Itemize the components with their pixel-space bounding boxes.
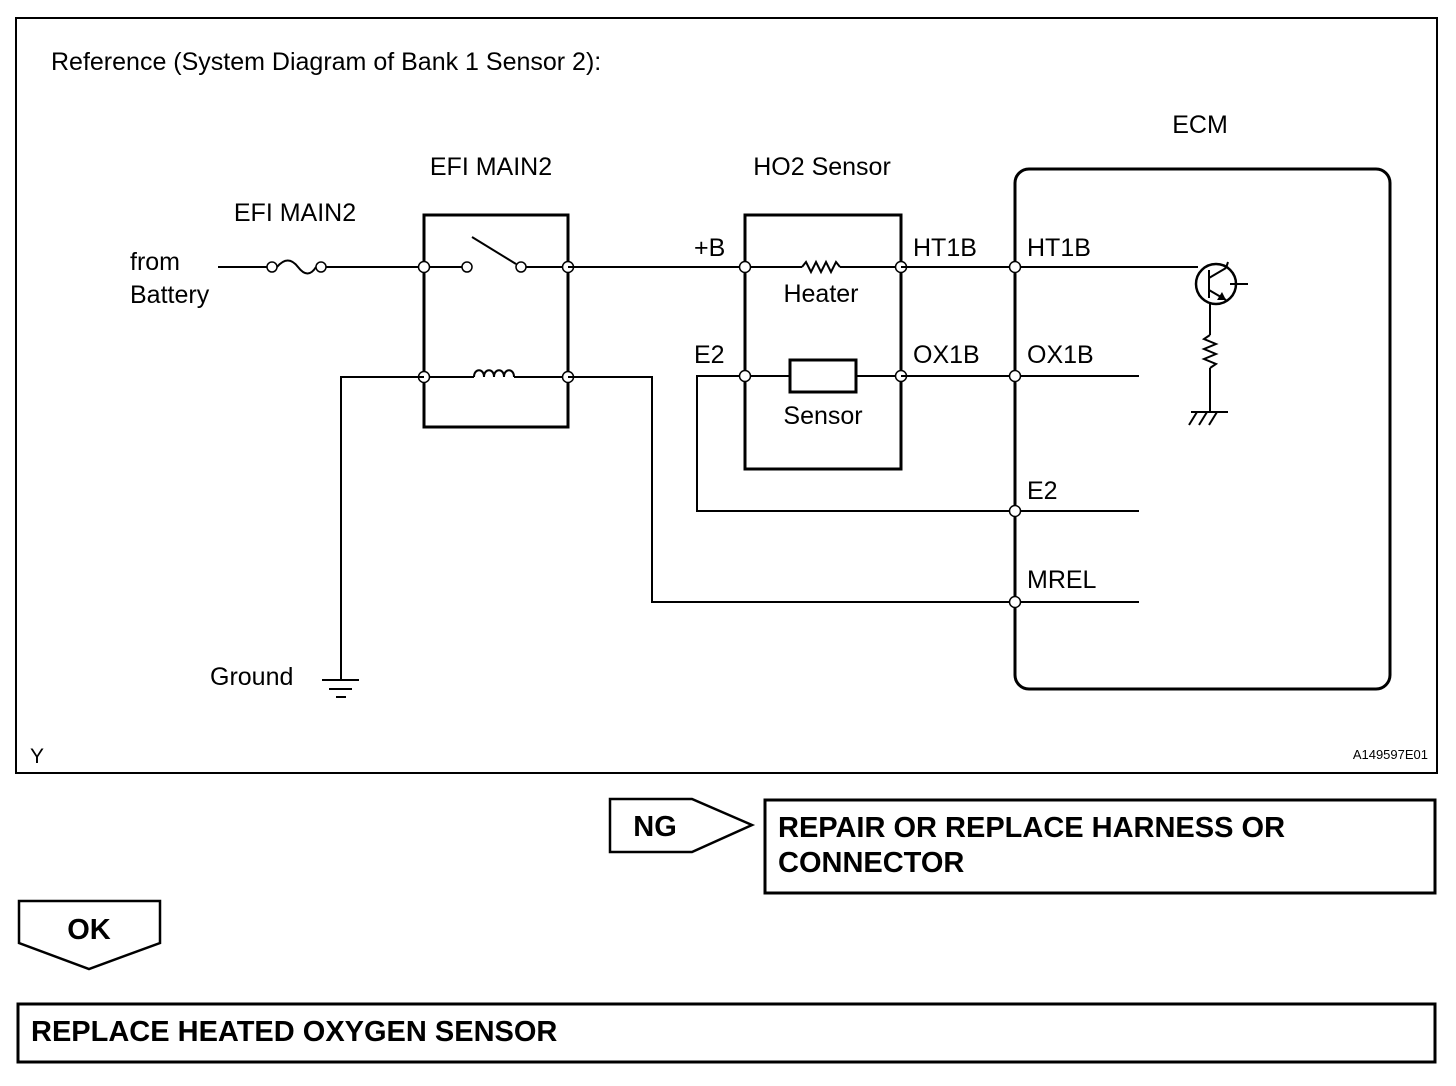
ho2-e2-label: E2 — [694, 341, 725, 369]
relay-box — [422, 213, 570, 429]
ecm-resistor-icon — [1201, 334, 1219, 369]
ho2-ht1b-label: HT1B — [913, 234, 977, 262]
heater-resistor-icon — [745, 259, 901, 275]
ho2-ox1b-label: OX1B — [913, 341, 980, 369]
ecm-terminal — [1008, 595, 1022, 609]
from-battery-label-1: from — [130, 248, 180, 276]
ho2-plus-b-label: +B — [694, 234, 725, 262]
heater-label: Heater — [783, 280, 858, 308]
ho2-sensor-box — [743, 213, 903, 471]
diagram-title: Reference (System Diagram of Bank 1 Sens… — [51, 48, 601, 76]
relay-label: EFI MAIN2 — [430, 153, 552, 181]
ok-action-box — [16, 1002, 1437, 1064]
ok-arrow — [17, 899, 162, 971]
ecm-terminal — [1008, 504, 1022, 518]
sensor-element-icon — [745, 358, 901, 394]
ecm-pin-ht1b: HT1B — [1027, 234, 1091, 262]
figure-code: A149597E01 — [1353, 747, 1428, 762]
ecm-pin-e2: E2 — [1027, 477, 1058, 505]
ok-action-text: REPLACE HEATED OXYGEN SENSOR — [31, 1016, 557, 1048]
ecm-title: ECM — [1172, 111, 1228, 139]
ecm-pin-mrel: MREL — [1027, 566, 1097, 594]
fuse-icon — [266, 259, 327, 275]
transistor-icon — [1194, 261, 1248, 306]
ok-label: OK — [67, 914, 111, 946]
corner-letter: Y — [30, 745, 44, 768]
from-battery-label-2: Battery — [130, 281, 210, 309]
ecm-terminal — [1008, 260, 1022, 274]
ho2-sensor-title: HO2 Sensor — [753, 153, 891, 181]
ecm-box — [1013, 167, 1392, 691]
ng-action-line-2: CONNECTOR — [778, 847, 964, 879]
ng-label: NG — [633, 811, 677, 843]
sensor-label: Sensor — [783, 402, 862, 430]
ng-action-box — [763, 798, 1437, 895]
ecm-pin-ox1b: OX1B — [1027, 341, 1094, 369]
ho2-terminal — [738, 369, 752, 383]
ho2-terminal — [738, 260, 752, 274]
relay-terminal — [417, 260, 431, 274]
ecm-terminal — [1008, 369, 1022, 383]
relay-coil-icon — [424, 369, 568, 378]
ng-action-line-1: REPAIR OR REPLACE HARNESS OR — [778, 812, 1285, 844]
mrel-wire — [568, 376, 1139, 603]
ground-wire — [340, 376, 424, 680]
e2-wire — [696, 375, 1139, 512]
relay-switch-icon — [424, 236, 568, 273]
ground-icon — [322, 679, 359, 698]
fuse-label: EFI MAIN2 — [234, 199, 356, 227]
diagram-frame — [15, 17, 1438, 774]
chassis-ground-icon — [1188, 411, 1228, 426]
ground-label: Ground — [210, 663, 293, 691]
ng-arrow — [608, 797, 756, 854]
